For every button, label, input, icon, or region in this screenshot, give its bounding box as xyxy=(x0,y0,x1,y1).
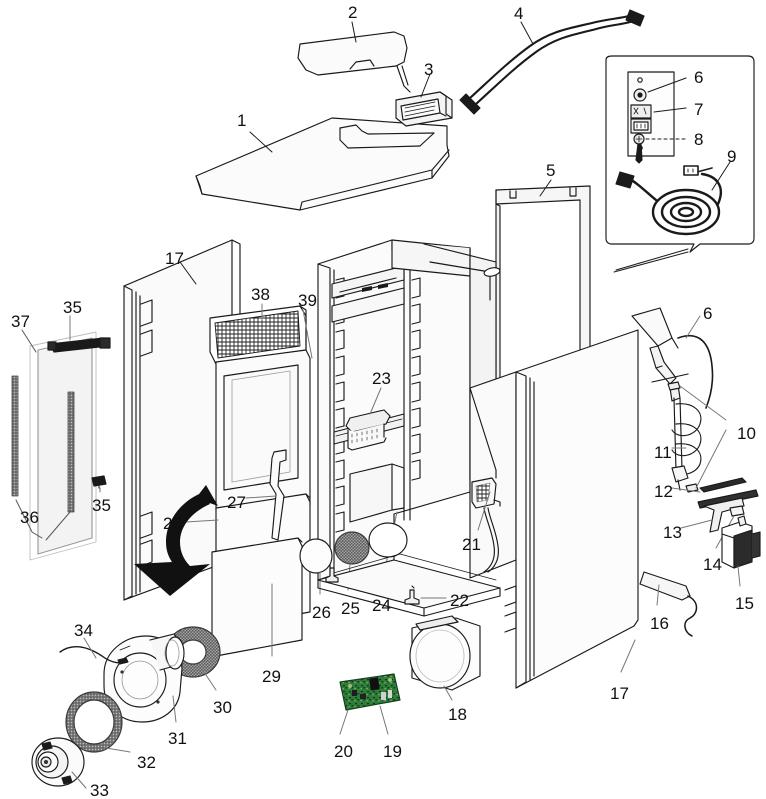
callout-ash-pan: 24 xyxy=(372,596,391,615)
callout-blower-gasket-motor: 32 xyxy=(137,753,156,772)
part-blower-gasket-motor xyxy=(65,691,123,753)
callout-vacuum-switch: 21 xyxy=(462,535,481,554)
part-door-handle xyxy=(269,449,287,541)
callout-power-cord: 9 xyxy=(727,147,737,166)
part-auger-screw xyxy=(669,384,702,491)
callout-auger-bracket: 13 xyxy=(663,523,682,542)
callout-auger-gear-motor: 15 xyxy=(735,594,754,613)
callout-blower-motor: 33 xyxy=(90,781,109,799)
part-combustion-blower xyxy=(103,633,185,723)
callout-blower-wire-harness: 34 xyxy=(74,621,93,640)
part-burn-pot xyxy=(345,409,391,451)
part-cleanout-cover xyxy=(299,538,333,574)
callout-blower-gasket-outlet: 30 xyxy=(213,698,232,717)
part-side-panel-right xyxy=(504,329,639,689)
part-hopper-lid xyxy=(297,31,411,93)
part-glass-gasket xyxy=(11,375,75,513)
callout-convection-blower: 18 xyxy=(448,705,467,724)
part-control-board xyxy=(339,673,401,711)
callout-leveling-foot: 22 xyxy=(450,591,469,610)
callout-cleanout-cover: 26 xyxy=(312,603,331,622)
callout-ash-scraper-tool: 6 xyxy=(703,304,713,323)
part-lower-front-panel xyxy=(211,537,303,657)
callout-rear-panel: 5 xyxy=(546,161,556,180)
callout-firebox-door: 28 xyxy=(163,514,182,533)
part-auger-bracket xyxy=(703,497,745,533)
part-auger-bushing xyxy=(729,505,745,517)
callout-side-panel-left: 17 xyxy=(165,249,184,268)
callout-top-panel: 1 xyxy=(237,111,247,130)
callout-power-inlet: 8 xyxy=(694,130,704,149)
part-cleanout-gasket xyxy=(334,531,370,565)
callout-cleanout-gasket: 25 xyxy=(341,599,360,618)
part-blower-wire-harness xyxy=(59,646,129,665)
part-leveling-foot xyxy=(325,567,420,605)
part-auger-key xyxy=(697,477,759,509)
part-control-panel-plate xyxy=(627,71,675,164)
part-igniter-element xyxy=(639,571,698,637)
callout-control-board-mount: 20 xyxy=(334,742,353,761)
callout-air-grille: 38 xyxy=(251,285,270,304)
callout-ribbon-cable: 4 xyxy=(514,4,524,23)
callout-door-handle: 27 xyxy=(227,493,246,512)
part-glass-retainer-clip xyxy=(47,337,111,487)
callout-side-panel-right: 17 xyxy=(610,684,629,703)
callout-auger-pins: 10 xyxy=(737,424,756,443)
callout-glass-retainer-clip-bottom: 35 xyxy=(92,496,111,515)
part-firebox-opening xyxy=(368,522,408,558)
part-ash-pan xyxy=(349,463,405,523)
callout-grille-trim: 39 xyxy=(298,291,317,310)
part-display-module xyxy=(395,91,453,127)
part-auger-gear-motor xyxy=(721,515,761,569)
part-base-frame xyxy=(317,553,501,617)
callout-burn-pot: 23 xyxy=(372,369,391,388)
callout-door-glass: 37 xyxy=(11,312,30,331)
part-air-grille xyxy=(209,305,307,365)
assembly-arrow xyxy=(134,492,210,596)
callout-thermostat-knob: 6 xyxy=(694,68,704,87)
callout-auger-screw: 11 xyxy=(654,443,672,462)
callout-auger-key: 12 xyxy=(654,482,673,501)
part-ash-scraper-tool xyxy=(631,307,689,385)
part-blower-motor xyxy=(31,737,85,787)
part-top-panel xyxy=(195,117,450,211)
callout-control-board: 19 xyxy=(383,742,402,761)
callout-display-module: 3 xyxy=(424,60,434,79)
callout-glass-retainer-clip-top: 35 xyxy=(63,298,82,317)
part-convection-blower xyxy=(409,615,481,691)
callout-combustion-blower: 31 xyxy=(168,729,187,748)
callout-fuse-holder: 7 xyxy=(694,100,704,119)
callout-glass-gasket: 36 xyxy=(20,508,39,527)
callout-hopper-lid: 2 xyxy=(348,3,358,22)
part-ribbon-cable xyxy=(468,12,638,106)
callout-auger-bushing: 14 xyxy=(703,555,722,574)
callout-lower-front-panel: 29 xyxy=(262,667,281,686)
part-vacuum-switch xyxy=(471,477,501,573)
part-door-glass xyxy=(29,331,97,561)
callout-igniter-element: 16 xyxy=(650,614,669,633)
